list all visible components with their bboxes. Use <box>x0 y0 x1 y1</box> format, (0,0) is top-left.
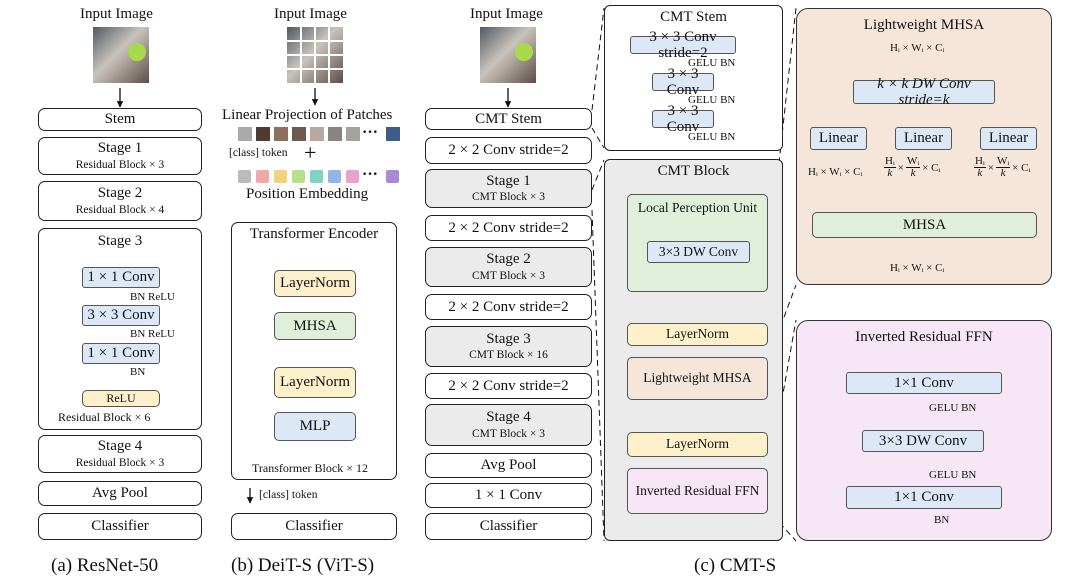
position-embedding-row <box>238 170 399 183</box>
lmhsa-linear-v: Linear <box>980 127 1037 150</box>
stem-gelu-bn-2: GELU BN <box>688 94 736 106</box>
resnet-stem: Stem <box>38 108 202 131</box>
block-layernorm-b: LayerNorm <box>627 432 768 457</box>
irffn-conv1-a: 1×1 Conv <box>846 372 1002 394</box>
cmt-downsample-4: 2 × 2 Conv stride=2 <box>425 373 592 399</box>
cmt-downsample-2: 2 × 2 Conv stride=2 <box>425 215 592 241</box>
lmhsa-dims-q: Hᵢ × Wᵢ × Cᵢ <box>808 166 863 178</box>
resnet-conv3x3: 3 × 3 Conv <box>82 305 160 326</box>
deit-classifier: Classifier <box>231 513 397 540</box>
stem-gelu-bn-3: GELU BN <box>688 131 736 143</box>
input-image-label-cmt: Input Image <box>470 6 543 22</box>
resnet-avgpool: Avg Pool <box>38 481 202 506</box>
input-image-cmt <box>480 27 536 83</box>
resnet-block-count: Residual Block × 6 <box>58 410 151 424</box>
resnet-classifier: Classifier <box>38 513 202 540</box>
plus-sign: + <box>304 140 317 165</box>
lmhsa-linear-q: Linear <box>810 127 867 150</box>
stem-conv-b: 3 × 3 Conv <box>652 103 714 135</box>
caption-cmt: (c) CMT-S <box>694 555 777 576</box>
embedding-dots: ··· <box>362 166 379 183</box>
lpu-dwconv: 3×3 DW Conv <box>647 241 750 263</box>
cmt-conv1x1: 1 × 1 Conv <box>425 483 592 508</box>
class-token-label: [class] token <box>229 147 288 159</box>
caption-deit: (b) DeiT-S (ViT-S) <box>231 555 375 576</box>
lmhsa-mhsa: MHSA <box>812 212 1037 238</box>
deit-mhsa: MHSA <box>274 312 356 340</box>
block-layernorm-a: LayerNorm <box>627 323 768 346</box>
lmhsa-linear-k: Linear <box>895 127 952 150</box>
stem-gelu-bn-1: GELU BN <box>688 57 736 69</box>
cmt-stem: CMT Stem <box>425 108 592 130</box>
resnet-bnrelu-a: BN ReLU <box>130 291 175 303</box>
cmt-classifier: Classifier <box>425 513 592 540</box>
block-irffn: Inverted Residual FFN <box>627 468 768 514</box>
irffn-gelu-bn-2: GELU BN <box>929 469 977 481</box>
deit-layernorm-a: LayerNorm <box>274 270 356 297</box>
input-image-label-resnet: Input Image <box>80 6 153 22</box>
patch-row <box>238 127 400 141</box>
lmhsa-dims-out: Hᵢ × Wᵢ × Cᵢ <box>890 262 945 274</box>
irffn-dwconv: 3×3 DW Conv <box>862 430 984 452</box>
stem-conv-stride2: 3 × 3 Conv stride=2 <box>630 29 736 61</box>
irffn-conv1-b: 1×1 Conv <box>846 486 1002 509</box>
cmt-downsample-1: 2 × 2 Conv stride=2 <box>425 137 592 164</box>
patch-dots: ··· <box>362 124 379 141</box>
cmt-downsample-3: 2 × 2 Conv stride=2 <box>425 294 592 320</box>
lmhsa-dwconv-k: k × k DW Conv stride=k <box>853 76 995 108</box>
transformer-block-count: Transformer Block × 12 <box>252 461 368 475</box>
resnet-conv1x1-b: 1 × 1 Conv <box>82 343 160 364</box>
irffn-bn: BN <box>934 514 950 526</box>
lmhsa-dims-in: Hᵢ × Wᵢ × Cᵢ <box>890 42 945 54</box>
caption-resnet: (a) ResNet-50 <box>51 555 159 576</box>
block-lightweight-mhsa: Lightweight MHSA <box>627 357 768 400</box>
linear-projection-label: Linear Projection of Patches <box>222 107 393 123</box>
deit-layernorm-b: LayerNorm <box>274 367 356 398</box>
transformer-encoder: Transformer Encoder <box>231 222 397 480</box>
irffn-gelu-bn-1: GELU BN <box>929 402 977 414</box>
cmt-avgpool: Avg Pool <box>425 453 592 478</box>
class-token-out-label: [class] token <box>259 489 318 501</box>
resnet-bnrelu-b: BN ReLU <box>130 328 175 340</box>
input-image-resnet <box>93 27 149 83</box>
deit-mlp: MLP <box>274 412 356 441</box>
stem-conv-a: 3 × 3 Conv <box>652 66 714 98</box>
resnet-conv1x1-a: 1 × 1 Conv <box>82 267 160 288</box>
resnet-relu: ReLU <box>82 390 160 407</box>
resnet-bn: BN <box>130 366 146 378</box>
position-embedding-label: Position Embedding <box>246 186 369 202</box>
input-image-deit <box>287 27 343 83</box>
input-image-label-deit: Input Image <box>274 6 347 22</box>
